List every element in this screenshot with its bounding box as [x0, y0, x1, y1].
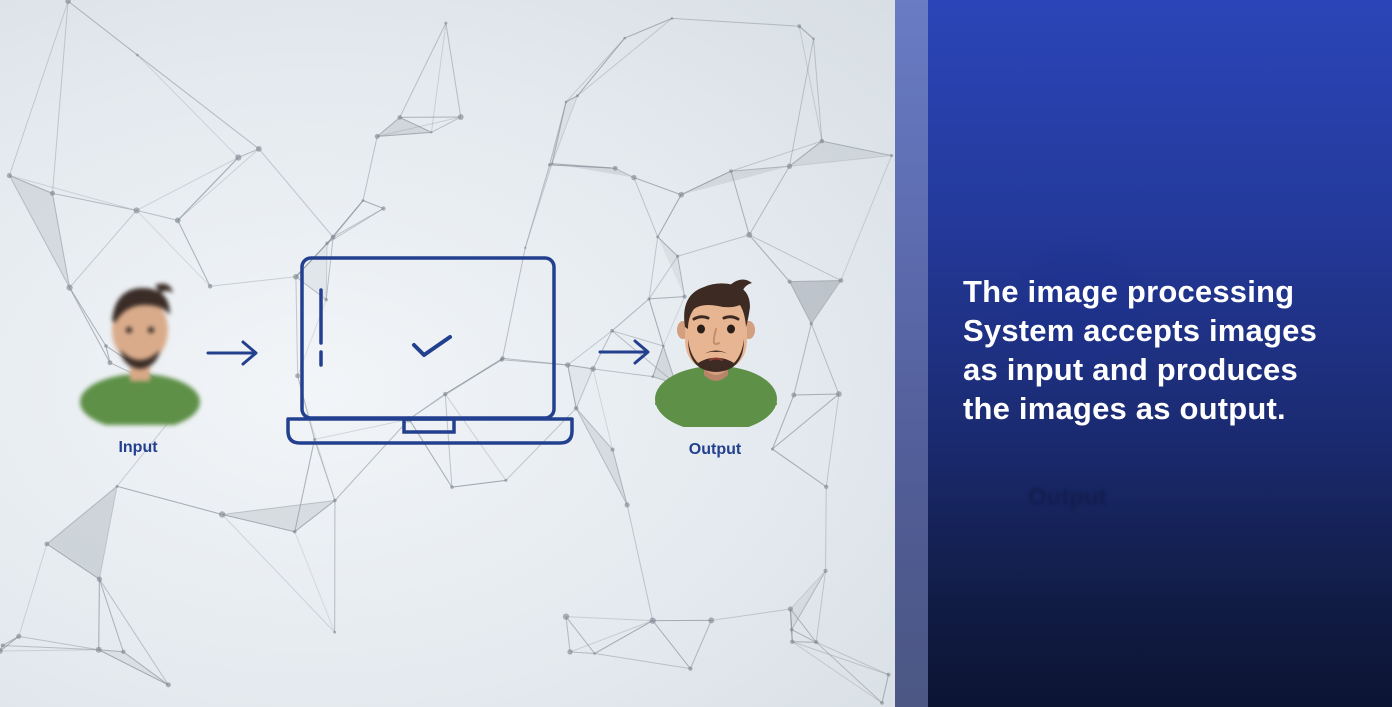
output-label: Output [688, 441, 742, 458]
caption-line: The image processing [963, 274, 1295, 309]
caption-text: The image processing System accepts imag… [963, 272, 1373, 428]
network-mesh [0, 0, 894, 705]
input-label: Input [118, 439, 158, 456]
arrow-right-icon [206, 340, 258, 366]
caption-line: System accepts images [963, 313, 1318, 348]
input-person-icon [80, 283, 200, 425]
caption-line: as input and produces [963, 352, 1298, 387]
ghost-output-label: Output [1028, 484, 1107, 511]
mesh-lines [0, 0, 893, 704]
arrow-right-icon [598, 339, 650, 365]
divider-strip [895, 0, 928, 707]
caption-line: the images as output. [963, 391, 1286, 426]
caption-panel: Output The image processing System accep… [928, 0, 1392, 707]
ghost-person-silhouette [1020, 248, 1140, 368]
output-person-icon [655, 279, 777, 427]
laptop-icon [286, 256, 574, 445]
